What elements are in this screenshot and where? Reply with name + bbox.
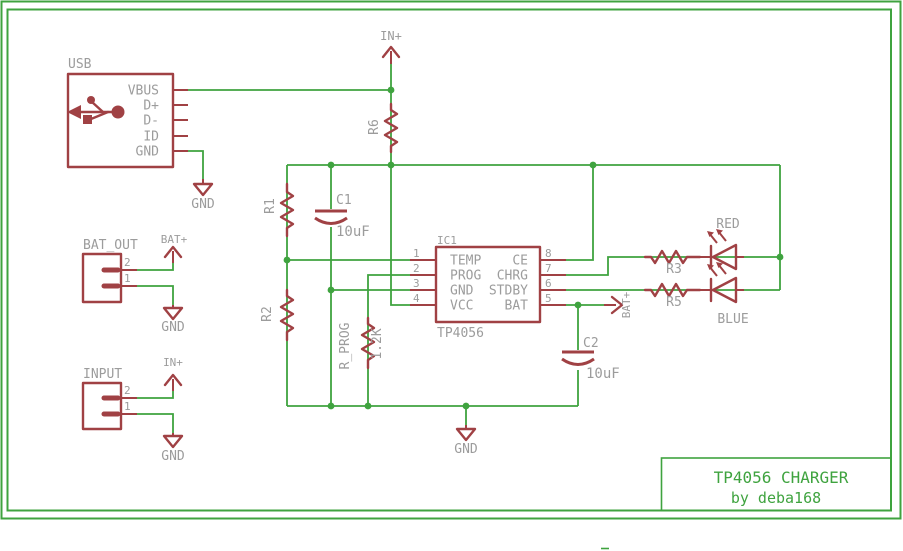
c1-name: C1 (336, 193, 352, 208)
resistor-r2: R2 (260, 288, 295, 342)
led-blue-label: BLUE (717, 312, 748, 327)
c2-value: 10uF (586, 366, 620, 382)
usb-icon (67, 96, 125, 124)
gnd-label: GND (161, 320, 185, 335)
ic1-pin-bat: BAT (505, 299, 529, 314)
input-pin2: 2 (124, 384, 131, 397)
bat-out-label: BAT_OUT (83, 238, 138, 253)
ic1-value: TP4056 (437, 326, 484, 341)
usb-label: USB (68, 57, 92, 72)
ic1-pin5-num: 5 (545, 292, 552, 305)
usb-pin-dminus: D- (143, 114, 159, 129)
gnd-label: GND (191, 197, 215, 212)
ic1-pin-vcc: VCC (450, 299, 473, 314)
ic1-pin7-num: 7 (545, 262, 552, 275)
ic1-ref: IC1 (437, 234, 457, 247)
bat-plus-right-label: BAT+ (620, 291, 633, 318)
in-plus-input-label: IN+ (163, 356, 183, 369)
gnd-label: GND (161, 449, 185, 464)
gnd-flag-bat-out: GND (161, 305, 185, 335)
ic1-pin8-num: 8 (545, 247, 552, 260)
usb-pin-id: ID (143, 130, 159, 145)
capacitor-c1: C1 10uF (314, 193, 370, 240)
ic1-pin-prog: PROG (450, 269, 481, 284)
ic1-pin2-num: 2 (413, 262, 420, 275)
capacitor-c2: C2 10uF (561, 336, 620, 382)
resistor-r6: R6 (367, 102, 399, 154)
ic1-pin1-num: 1 (413, 247, 420, 260)
resistor-r5: R5 (643, 282, 702, 310)
connector-input: INPUT 2 1 (81, 367, 137, 431)
usb-pin-vbus: VBUS (128, 84, 159, 99)
in-plus-label: IN+ (380, 29, 402, 43)
ic1-pin-chrg: CHRG (497, 269, 528, 284)
c2-name: C2 (583, 336, 599, 351)
c1-value: 10uF (336, 224, 370, 240)
title-block-title: TP4056 CHARGER (714, 468, 849, 487)
bat-out-pin1: 1 (124, 272, 131, 285)
r5-name: R5 (666, 295, 682, 310)
led-red: RED (700, 217, 744, 271)
r2-name: R2 (260, 306, 275, 322)
gnd-label: GND (454, 442, 478, 457)
supply-flag-bat-right: BAT+ (604, 291, 633, 318)
input-pin1: 1 (124, 400, 131, 413)
led-blue: BLUE (700, 262, 749, 327)
led-emission-arrows (707, 262, 727, 277)
rprog-value: 1.2K (370, 328, 385, 359)
title-block-byline: by deba168 (731, 489, 821, 507)
ic1-pin-stdby: STDBY (489, 284, 528, 299)
gnd-flag-usb: GND (191, 179, 215, 212)
resistor-r3: R3 (643, 249, 702, 277)
supply-flag-in-input: IN+ (163, 356, 183, 391)
ic1-pin4-num: 4 (413, 292, 420, 305)
title-block: TP4056 CHARGER by deba168 (660, 457, 892, 512)
ic1-pin6-num: 6 (545, 277, 552, 290)
led-red-label: RED (716, 217, 740, 232)
resistor-rprog: R_PROG 1.2K (338, 316, 385, 369)
connector-bat-out: BAT_OUT 2 1 (81, 238, 138, 304)
input-label: INPUT (83, 367, 122, 382)
bat-out-pin2: 2 (124, 256, 131, 269)
ic1-pin-ce: CE (512, 254, 528, 269)
resistor-r1: R1 (263, 182, 295, 238)
r6-name: R6 (367, 119, 382, 135)
r1-name: R1 (263, 198, 278, 214)
gnd-flag-input: GND (161, 433, 185, 464)
bat-plus-left-label: BAT+ (161, 233, 188, 246)
led-emission-arrows (707, 229, 727, 244)
wire-junctions (283, 86, 784, 410)
gnd-flag-main: GND (454, 425, 478, 457)
rprog-name: R_PROG (338, 322, 353, 369)
supply-flag-bat-left: BAT+ (161, 233, 188, 263)
ic1-pin3-num: 3 (413, 277, 420, 290)
usb-pin-gnd: GND (136, 145, 160, 160)
r3-name: R3 (666, 262, 682, 277)
usb-connector: USB VBUS D+ D- ID GND (66, 57, 188, 169)
usb-pin-dplus: D+ (143, 99, 159, 114)
ic1-pin-gnd: GND (450, 284, 474, 299)
ic1-pin-temp: TEMP (450, 254, 481, 269)
supply-flag-in-top: IN+ (380, 29, 402, 64)
ic1-tp4056: IC1 TP4056 1 2 3 4 8 7 6 5 TEMP PROG GND… (410, 234, 566, 341)
